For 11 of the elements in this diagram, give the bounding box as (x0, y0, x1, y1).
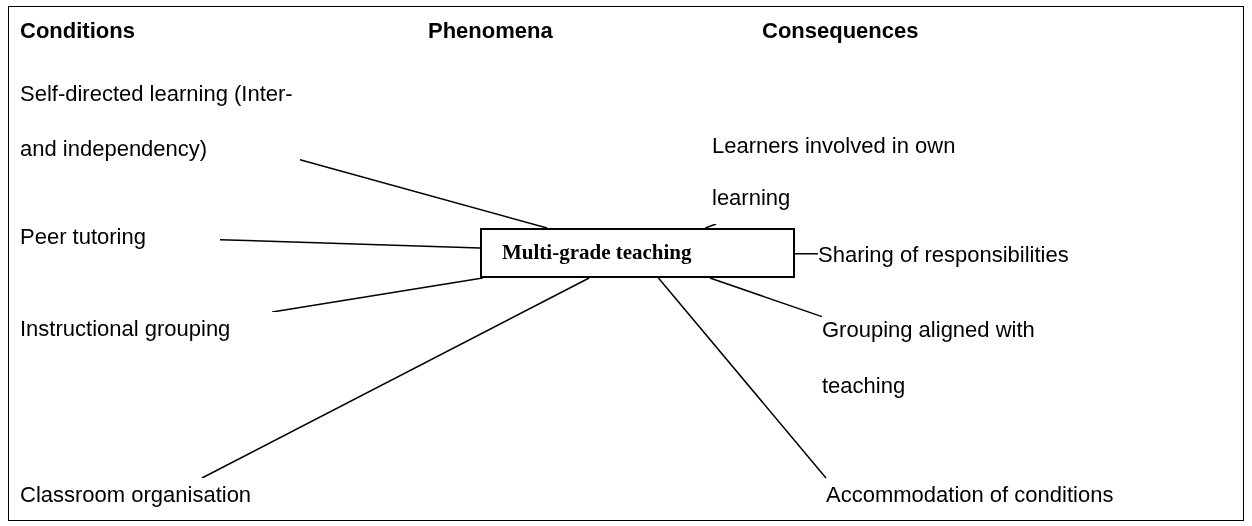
connector-line (299, 158, 548, 229)
connector-line (271, 277, 484, 313)
connector-line (794, 252, 819, 255)
connector-line (201, 277, 590, 479)
connector-line (657, 277, 827, 479)
connector-line (219, 238, 481, 249)
column-heading: Consequences (762, 17, 919, 45)
connector-line (709, 277, 823, 318)
column-heading: Phenomena (428, 17, 553, 45)
column-heading: Conditions (20, 17, 135, 45)
central-concept-box: Multi-grade teaching (480, 228, 795, 278)
